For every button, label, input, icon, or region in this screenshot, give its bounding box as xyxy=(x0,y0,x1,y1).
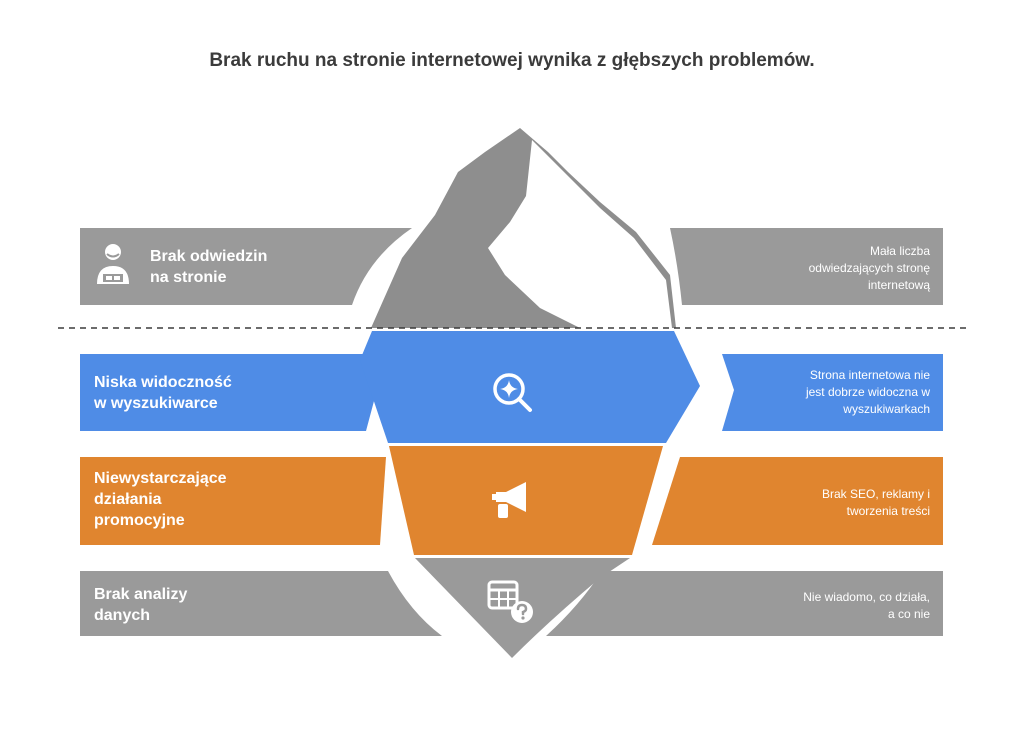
band-visibility-right xyxy=(722,354,943,431)
megaphone-icon xyxy=(492,482,526,518)
label-promotion: Niewystarczające działania promocyjne xyxy=(94,468,227,531)
band-promotion-right xyxy=(652,457,943,545)
desc-analytics-line-2: a co nie xyxy=(887,607,930,621)
band-analytics-right xyxy=(546,571,943,636)
label-visitors-line-1: Brak odwiedzin xyxy=(150,248,268,265)
label-analytics: Brak analizy danych xyxy=(94,584,187,626)
desc-visitors-line-1: Mała liczba xyxy=(869,244,930,258)
label-promotion-line-2: działania xyxy=(94,491,162,508)
desc-analytics: Nie wiadomo, co działa, a co nie xyxy=(770,589,930,623)
desc-promotion-line-1: Brak SEO, reklamy i xyxy=(821,487,930,501)
desc-visitors-line-3: internetową xyxy=(867,278,930,292)
desc-visibility-line-3: wyszukiwarkach xyxy=(843,402,930,416)
band-visitors-left xyxy=(80,228,412,305)
iceberg-snow xyxy=(488,140,672,328)
desc-visibility: Strona internetowa nie jest dobrze widoc… xyxy=(770,367,930,418)
label-promotion-line-3: promocyjne xyxy=(94,512,185,529)
band-visibility-left xyxy=(80,354,378,431)
label-visibility-line-1: Niska widoczność xyxy=(94,374,232,391)
band-visitors-right xyxy=(670,228,943,305)
desc-visitors: Mała liczba odwiedzających stronę intern… xyxy=(770,243,930,294)
label-analytics-line-2: danych xyxy=(94,607,151,624)
label-analytics-line-1: Brak analizy xyxy=(94,586,188,603)
visitor-person-icon xyxy=(97,244,129,284)
band-analytics-left xyxy=(80,571,442,636)
table-question-icon xyxy=(487,580,533,623)
iceberg-blue-segment xyxy=(360,331,700,443)
desc-visibility-line-1: Strona internetowa nie xyxy=(809,368,930,382)
search-sparkle-icon xyxy=(493,373,532,412)
label-visibility-line-2: w wyszukiwarce xyxy=(94,395,218,412)
page-title: Brak ruchu na stronie internetowej wynik… xyxy=(209,50,815,71)
label-visitors-line-2: na stronie xyxy=(150,269,227,286)
desc-visitors-line-2: odwiedzających stronę xyxy=(808,261,930,275)
label-visitors: Brak odwiedzin na stronie xyxy=(150,246,267,288)
label-promotion-line-1: Niewystarczające xyxy=(94,470,227,487)
desc-visibility-line-2: jest dobrze widoczna w xyxy=(805,385,930,399)
desc-promotion-line-2: tworzenia treści xyxy=(846,504,930,518)
desc-analytics-line-1: Nie wiadomo, co działa, xyxy=(803,590,930,604)
band-promotion-left xyxy=(80,457,386,545)
desc-promotion: Brak SEO, reklamy i tworzenia treści xyxy=(770,486,930,520)
label-visibility: Niska widoczność w wyszukiwarce xyxy=(94,372,232,414)
